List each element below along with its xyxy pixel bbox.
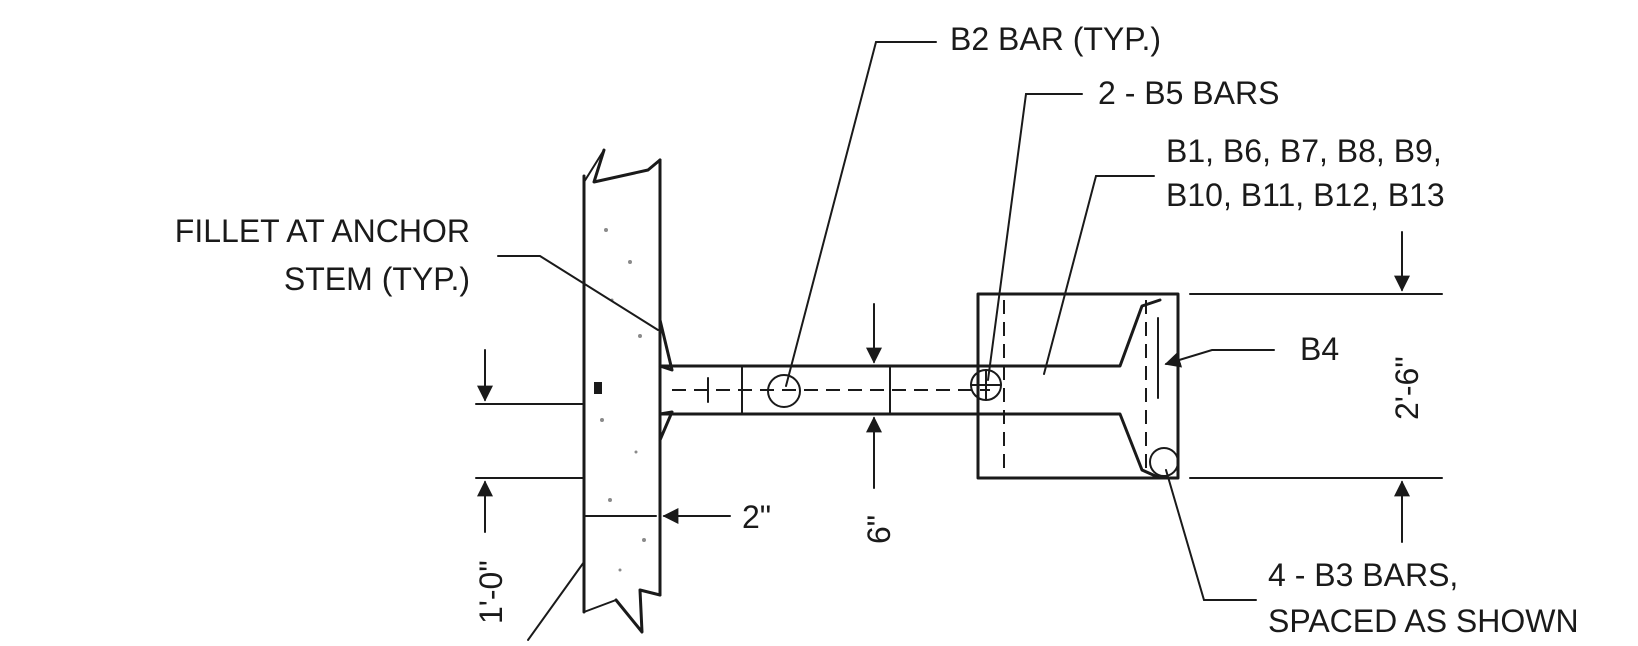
label-b3-2: SPACED AS SHOWN [1268, 603, 1579, 639]
label-b5-bars: 2 - B5 BARS [1098, 75, 1279, 111]
label-fillet-1: FILLET AT ANCHOR [175, 213, 470, 249]
dim-1-0-label: 1'-0" [473, 560, 509, 624]
dimension-1-0 [475, 349, 585, 533]
dimension-2-6 [1189, 231, 1443, 543]
leader-b5 [987, 93, 1083, 381]
wall-section [582, 148, 662, 634]
leader-wall [527, 561, 585, 641]
anchor-block [976, 292, 1180, 480]
leader-b4 [1164, 349, 1275, 368]
fillet-weld [658, 318, 674, 442]
dim-2-label: 2" [742, 499, 771, 535]
label-b3-1: 4 - B3 BARS, [1268, 557, 1458, 593]
leader-b-list [1043, 175, 1155, 375]
label-fillet-2: STEM (TYP.) [284, 261, 470, 297]
leader-fillet [497, 255, 659, 331]
label-b-list-2: B10, B11, B12, B13 [1166, 177, 1445, 213]
dim-6-label: 6" [861, 515, 897, 544]
leader-b3 [1165, 469, 1257, 601]
label-b4: B4 [1300, 331, 1339, 367]
leader-b2 [785, 41, 937, 387]
dim-2-6-label: 2'-6" [1389, 356, 1425, 420]
anchor-stem [658, 364, 1002, 416]
label-b-list-1: B1, B6, B7, B8, B9, [1166, 133, 1442, 169]
label-b2-bar: B2 BAR (TYP.) [950, 21, 1161, 57]
